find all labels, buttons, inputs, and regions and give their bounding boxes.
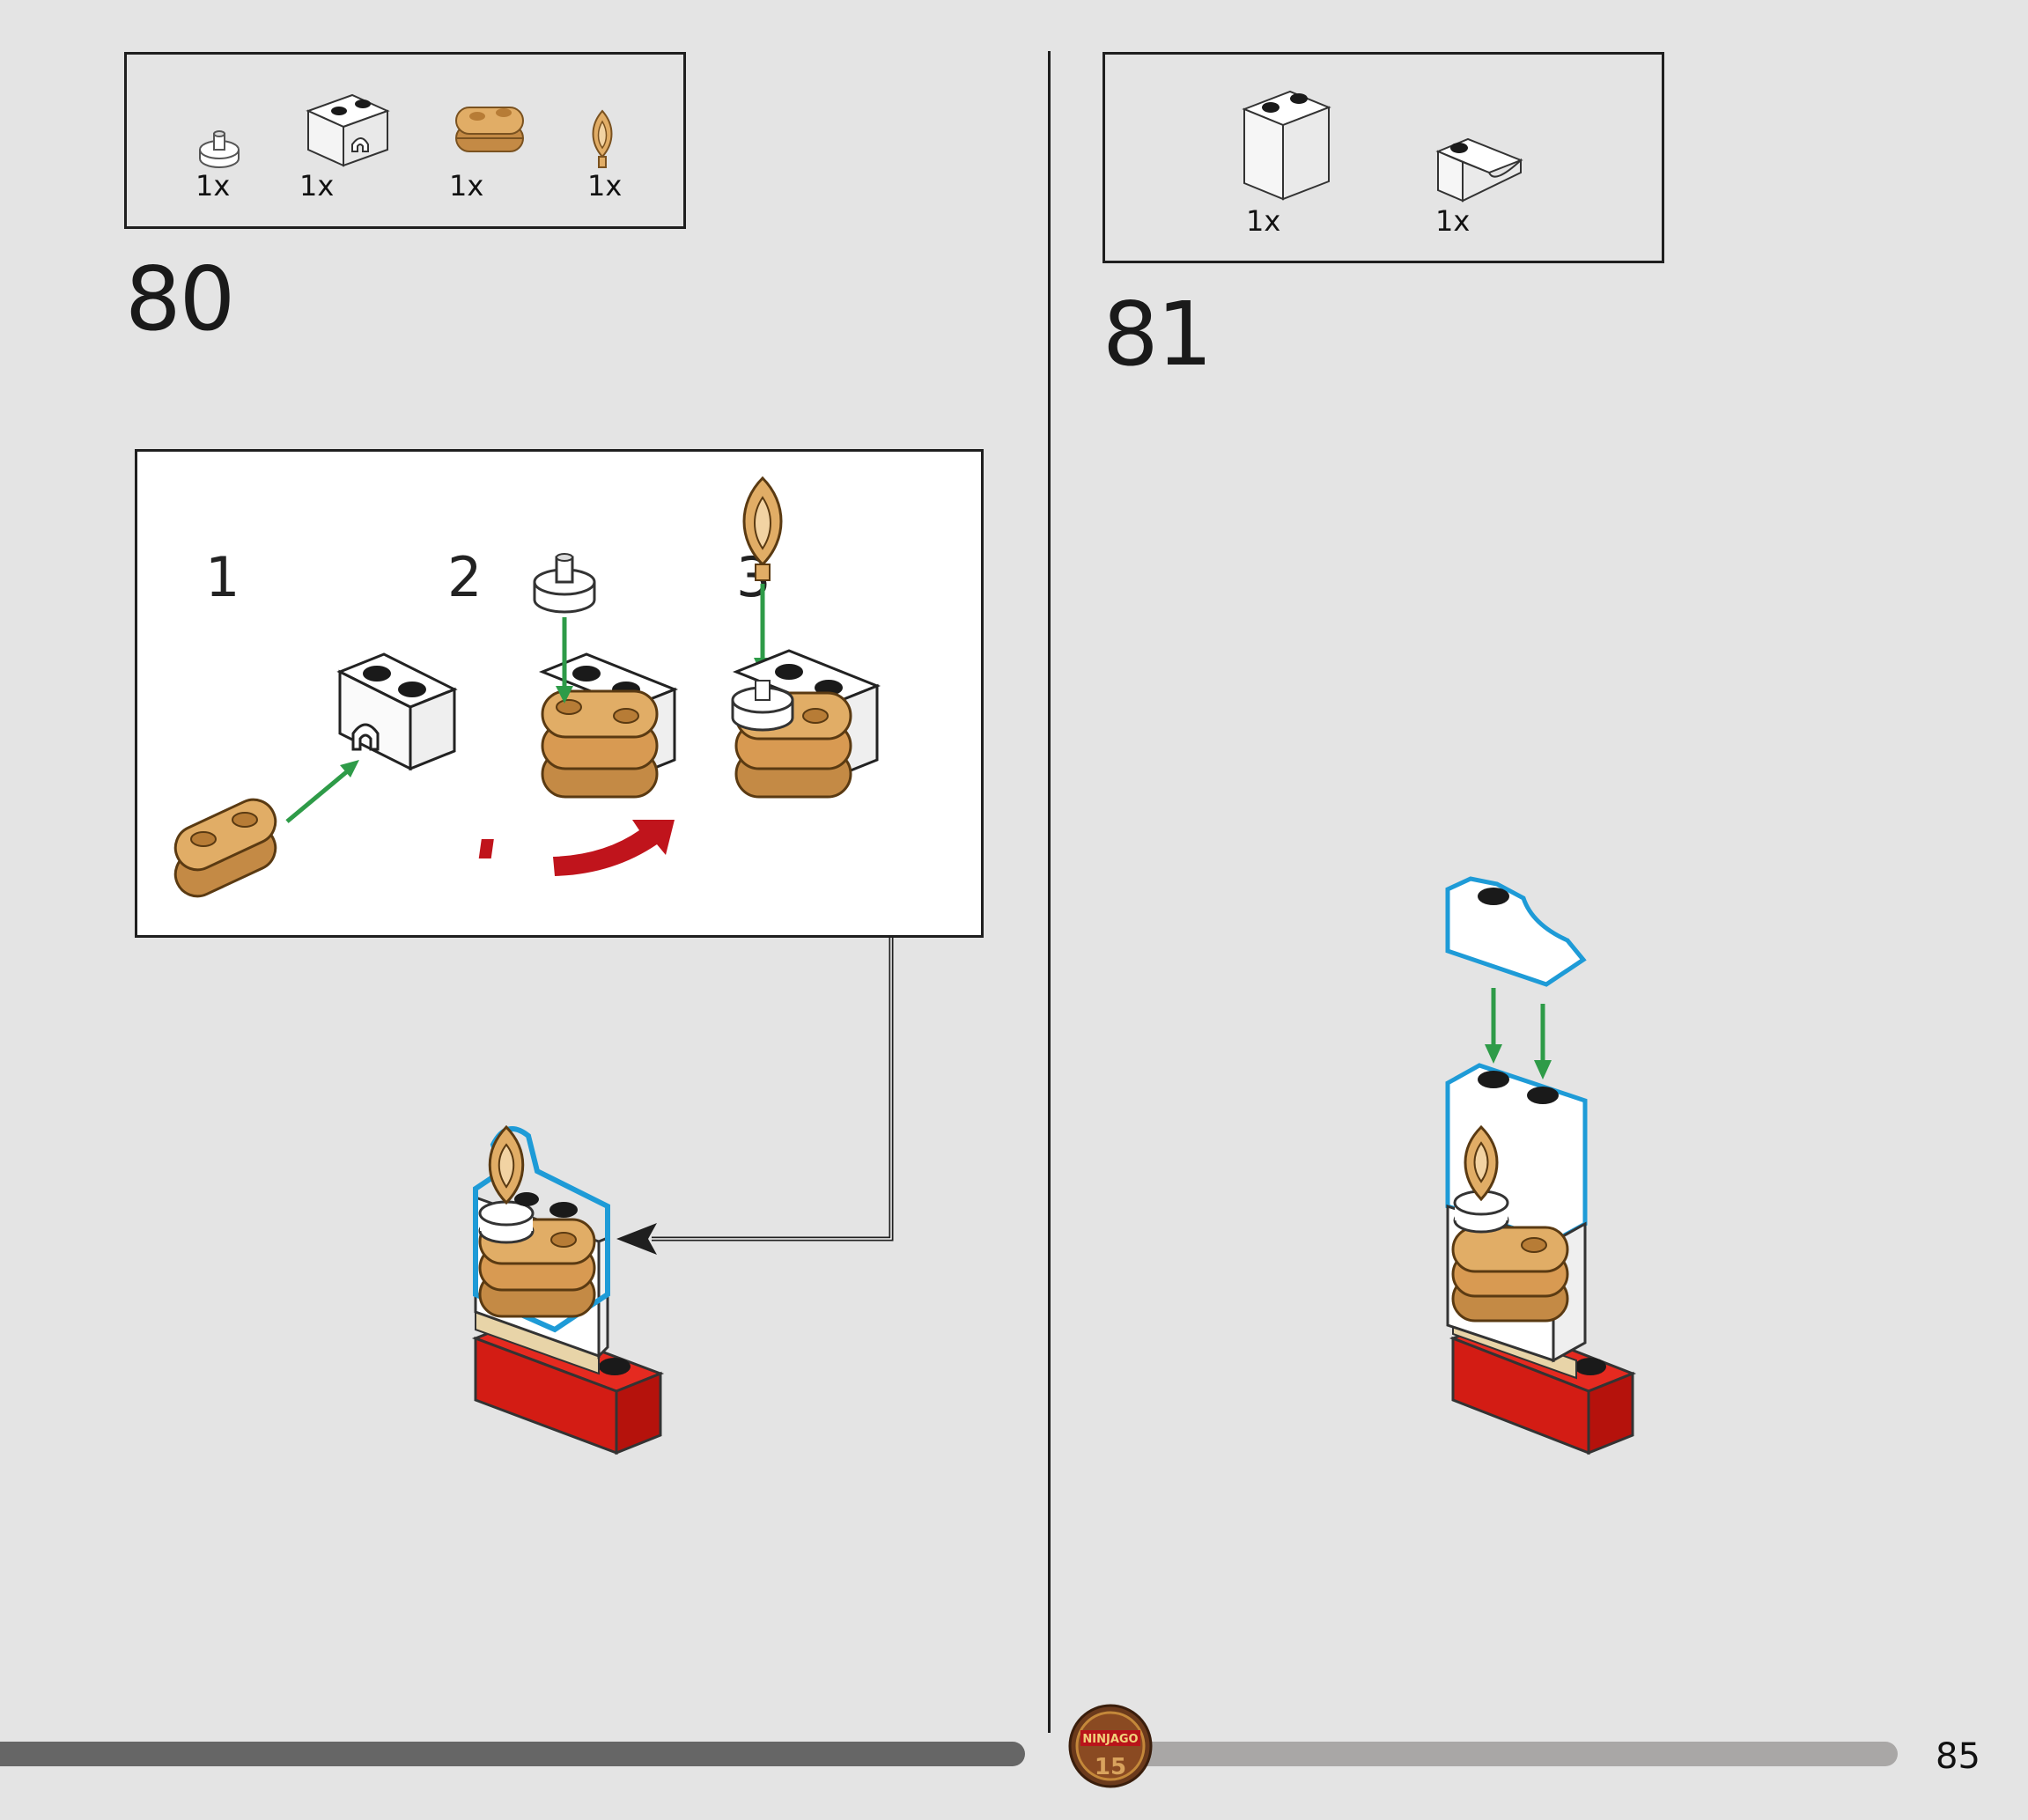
part-qty: 1x <box>587 169 623 203</box>
part-qty: 1x <box>1435 204 1471 238</box>
svg-text:15: 15 <box>1095 1754 1126 1780</box>
part-qty: 1x <box>449 169 484 203</box>
parts-list-step-80: 1x 1x 1x 1x <box>124 52 686 229</box>
step-number: 81 <box>1102 283 1213 386</box>
step-80-model-illustration <box>471 1124 665 1455</box>
part-qty: 1x <box>1246 204 1281 238</box>
substep-1-illustration <box>173 652 458 898</box>
substep-number: 2 <box>447 545 483 609</box>
white-round-plate-with-bar-icon <box>199 130 240 168</box>
ninjago-15-badge-icon: NINJAGO 15 <box>1068 1704 1153 1788</box>
step-81-model-illustration <box>1445 876 1637 1455</box>
substep-number: 1 <box>205 545 240 609</box>
page-divider <box>1048 51 1051 1733</box>
progress-track <box>1079 1742 1898 1766</box>
part-qty: 1x <box>195 169 231 203</box>
page-number: 85 <box>1936 1736 1980 1777</box>
subassembly-callout: 1 2 3 <box>135 449 984 938</box>
svg-text:NINJAGO: NINJAGO <box>1082 1733 1138 1746</box>
part-qty: 1x <box>299 169 335 203</box>
callout-connector-arrow <box>616 938 894 1255</box>
step-number: 80 <box>125 247 235 350</box>
substep-2-illustration <box>478 553 679 876</box>
white-tall-brick-icon <box>1242 90 1331 201</box>
substep-3-illustration <box>731 475 881 799</box>
parts-list-step-81: 1x 1x <box>1102 52 1664 263</box>
white-brick-with-clip-icon <box>306 93 390 167</box>
white-slope-curved-icon <box>1435 137 1523 203</box>
tan-double-round-brick-icon <box>455 107 524 152</box>
progress-fill <box>0 1742 1025 1766</box>
tan-flame-icon <box>592 109 613 168</box>
